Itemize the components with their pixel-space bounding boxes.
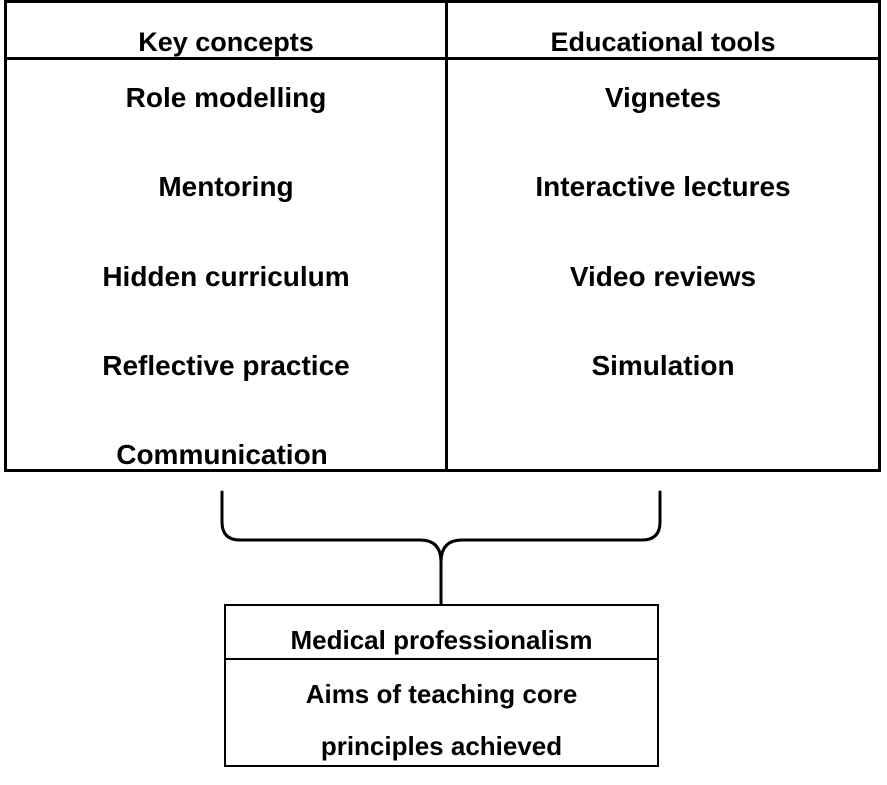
key-concept-item: Hidden curriculum bbox=[102, 261, 350, 292]
concepts-tools-table: Key concepts Role modelling Mentoring Hi… bbox=[4, 0, 881, 472]
key-concepts-column: Key concepts Role modelling Mentoring Hi… bbox=[7, 3, 448, 470]
educational-tools-header: Educational tools bbox=[448, 3, 878, 60]
educational-tool-item: Video reviews bbox=[569, 261, 757, 292]
key-concept-item: Communication bbox=[116, 439, 328, 470]
educational-tools-column: Educational tools Vignetes Interactive l… bbox=[448, 3, 878, 469]
medical-professionalism-box: Medical professionalism Aims of teaching… bbox=[224, 604, 659, 767]
educational-tool-item: Vignetes bbox=[604, 82, 722, 113]
aims-line-1: Aims of teaching core bbox=[305, 679, 578, 709]
key-concepts-header: Key concepts bbox=[7, 3, 445, 60]
educational-tool-item: Interactive lectures bbox=[535, 171, 791, 202]
key-concept-item: Role modelling bbox=[125, 82, 327, 113]
key-concept-item: Reflective practice bbox=[102, 350, 350, 381]
medical-professionalism-title: Medical professionalism bbox=[226, 606, 657, 660]
aims-line-2: principles achieved bbox=[320, 731, 563, 761]
educational-tool-item: Simulation bbox=[591, 350, 735, 381]
key-concept-item: Mentoring bbox=[158, 171, 294, 202]
